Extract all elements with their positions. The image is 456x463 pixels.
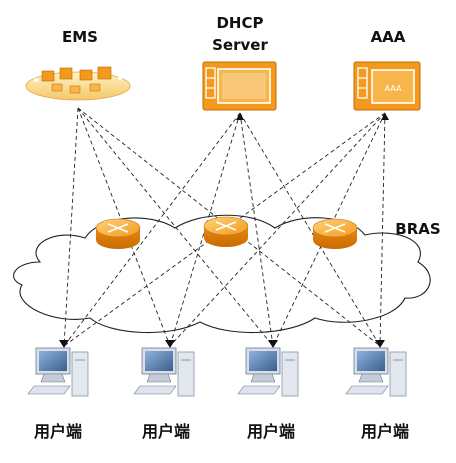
- router-icon: [203, 216, 249, 247]
- dhcp-label-line1: DHCP: [216, 14, 263, 32]
- pc-workstation-icon: [27, 347, 89, 397]
- arrow-heads: [59, 113, 389, 348]
- pc-workstation-icon: [133, 347, 195, 397]
- client-label-1: 用户端: [34, 422, 82, 441]
- bras-label: BRAS: [395, 220, 440, 238]
- aaa-server-icon: AAA: [353, 61, 421, 111]
- ems-management-icon: [25, 66, 131, 101]
- dhcp-label-line2: Server: [212, 36, 268, 54]
- router-icon: [312, 218, 358, 249]
- dhcp-server-icon: [202, 61, 277, 111]
- pc-workstation-icon: [345, 347, 407, 397]
- ems-label: EMS: [62, 28, 98, 46]
- pc-workstation-icon: [237, 347, 299, 397]
- client-label-4: 用户端: [361, 422, 409, 441]
- aaa-label: AAA: [371, 28, 406, 46]
- router-icon: [95, 218, 141, 249]
- client-label-3: 用户端: [247, 422, 295, 441]
- client-label-2: 用户端: [142, 422, 190, 441]
- aaa-screen-text: AAA: [385, 84, 402, 93]
